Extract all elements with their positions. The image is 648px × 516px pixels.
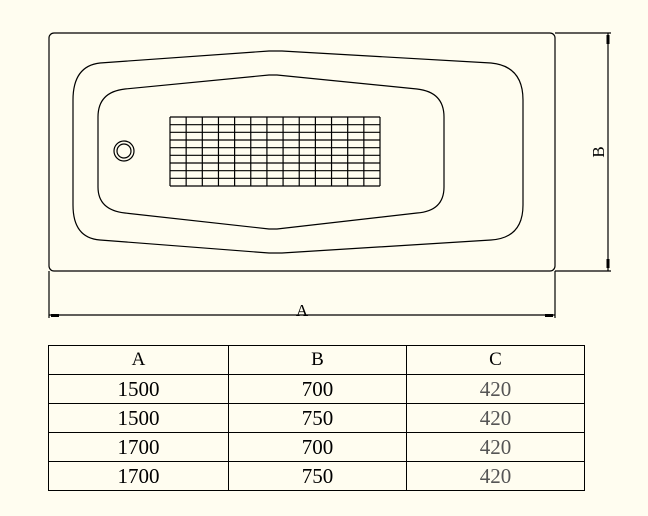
cell-a: 1500 bbox=[48, 374, 229, 404]
cell-b: 700 bbox=[228, 374, 407, 404]
cell-c: 420 bbox=[406, 374, 585, 404]
table-row: 1700 700 420 bbox=[48, 432, 585, 462]
cell-c: 420 bbox=[406, 461, 585, 491]
cell-c: 420 bbox=[406, 432, 585, 462]
cell-b: 750 bbox=[228, 403, 407, 433]
cell-a: 1700 bbox=[48, 461, 229, 491]
cell-a: 1700 bbox=[48, 432, 229, 462]
tub-outer-contour bbox=[72, 50, 524, 254]
dimension-b-label: B bbox=[589, 146, 608, 157]
drain-inner-icon bbox=[116, 143, 132, 159]
anti-slip-grid bbox=[169, 116, 381, 187]
header-c: C bbox=[406, 345, 585, 375]
header-a: A bbox=[48, 345, 229, 375]
table-row: 1700 750 420 bbox=[48, 461, 585, 491]
dimension-a-label: A bbox=[296, 301, 309, 320]
tub-outer-rim bbox=[48, 32, 556, 272]
cell-b: 700 bbox=[228, 432, 407, 462]
dimension-a: A bbox=[48, 271, 556, 320]
drain-outer-icon bbox=[113, 140, 135, 162]
header-b: B bbox=[228, 345, 407, 375]
table-header-row: A B C bbox=[48, 345, 585, 375]
table-row: 1500 700 420 bbox=[48, 374, 585, 404]
cell-c: 420 bbox=[406, 403, 585, 433]
tub-inner-contour bbox=[97, 74, 445, 230]
cell-b: 750 bbox=[228, 461, 407, 491]
table-row: 1500 750 420 bbox=[48, 403, 585, 433]
dimension-b: B bbox=[555, 32, 611, 272]
cell-a: 1500 bbox=[48, 403, 229, 433]
dimensions-table: A B C 1500 700 420 1500 750 420 1700 700… bbox=[48, 345, 585, 491]
